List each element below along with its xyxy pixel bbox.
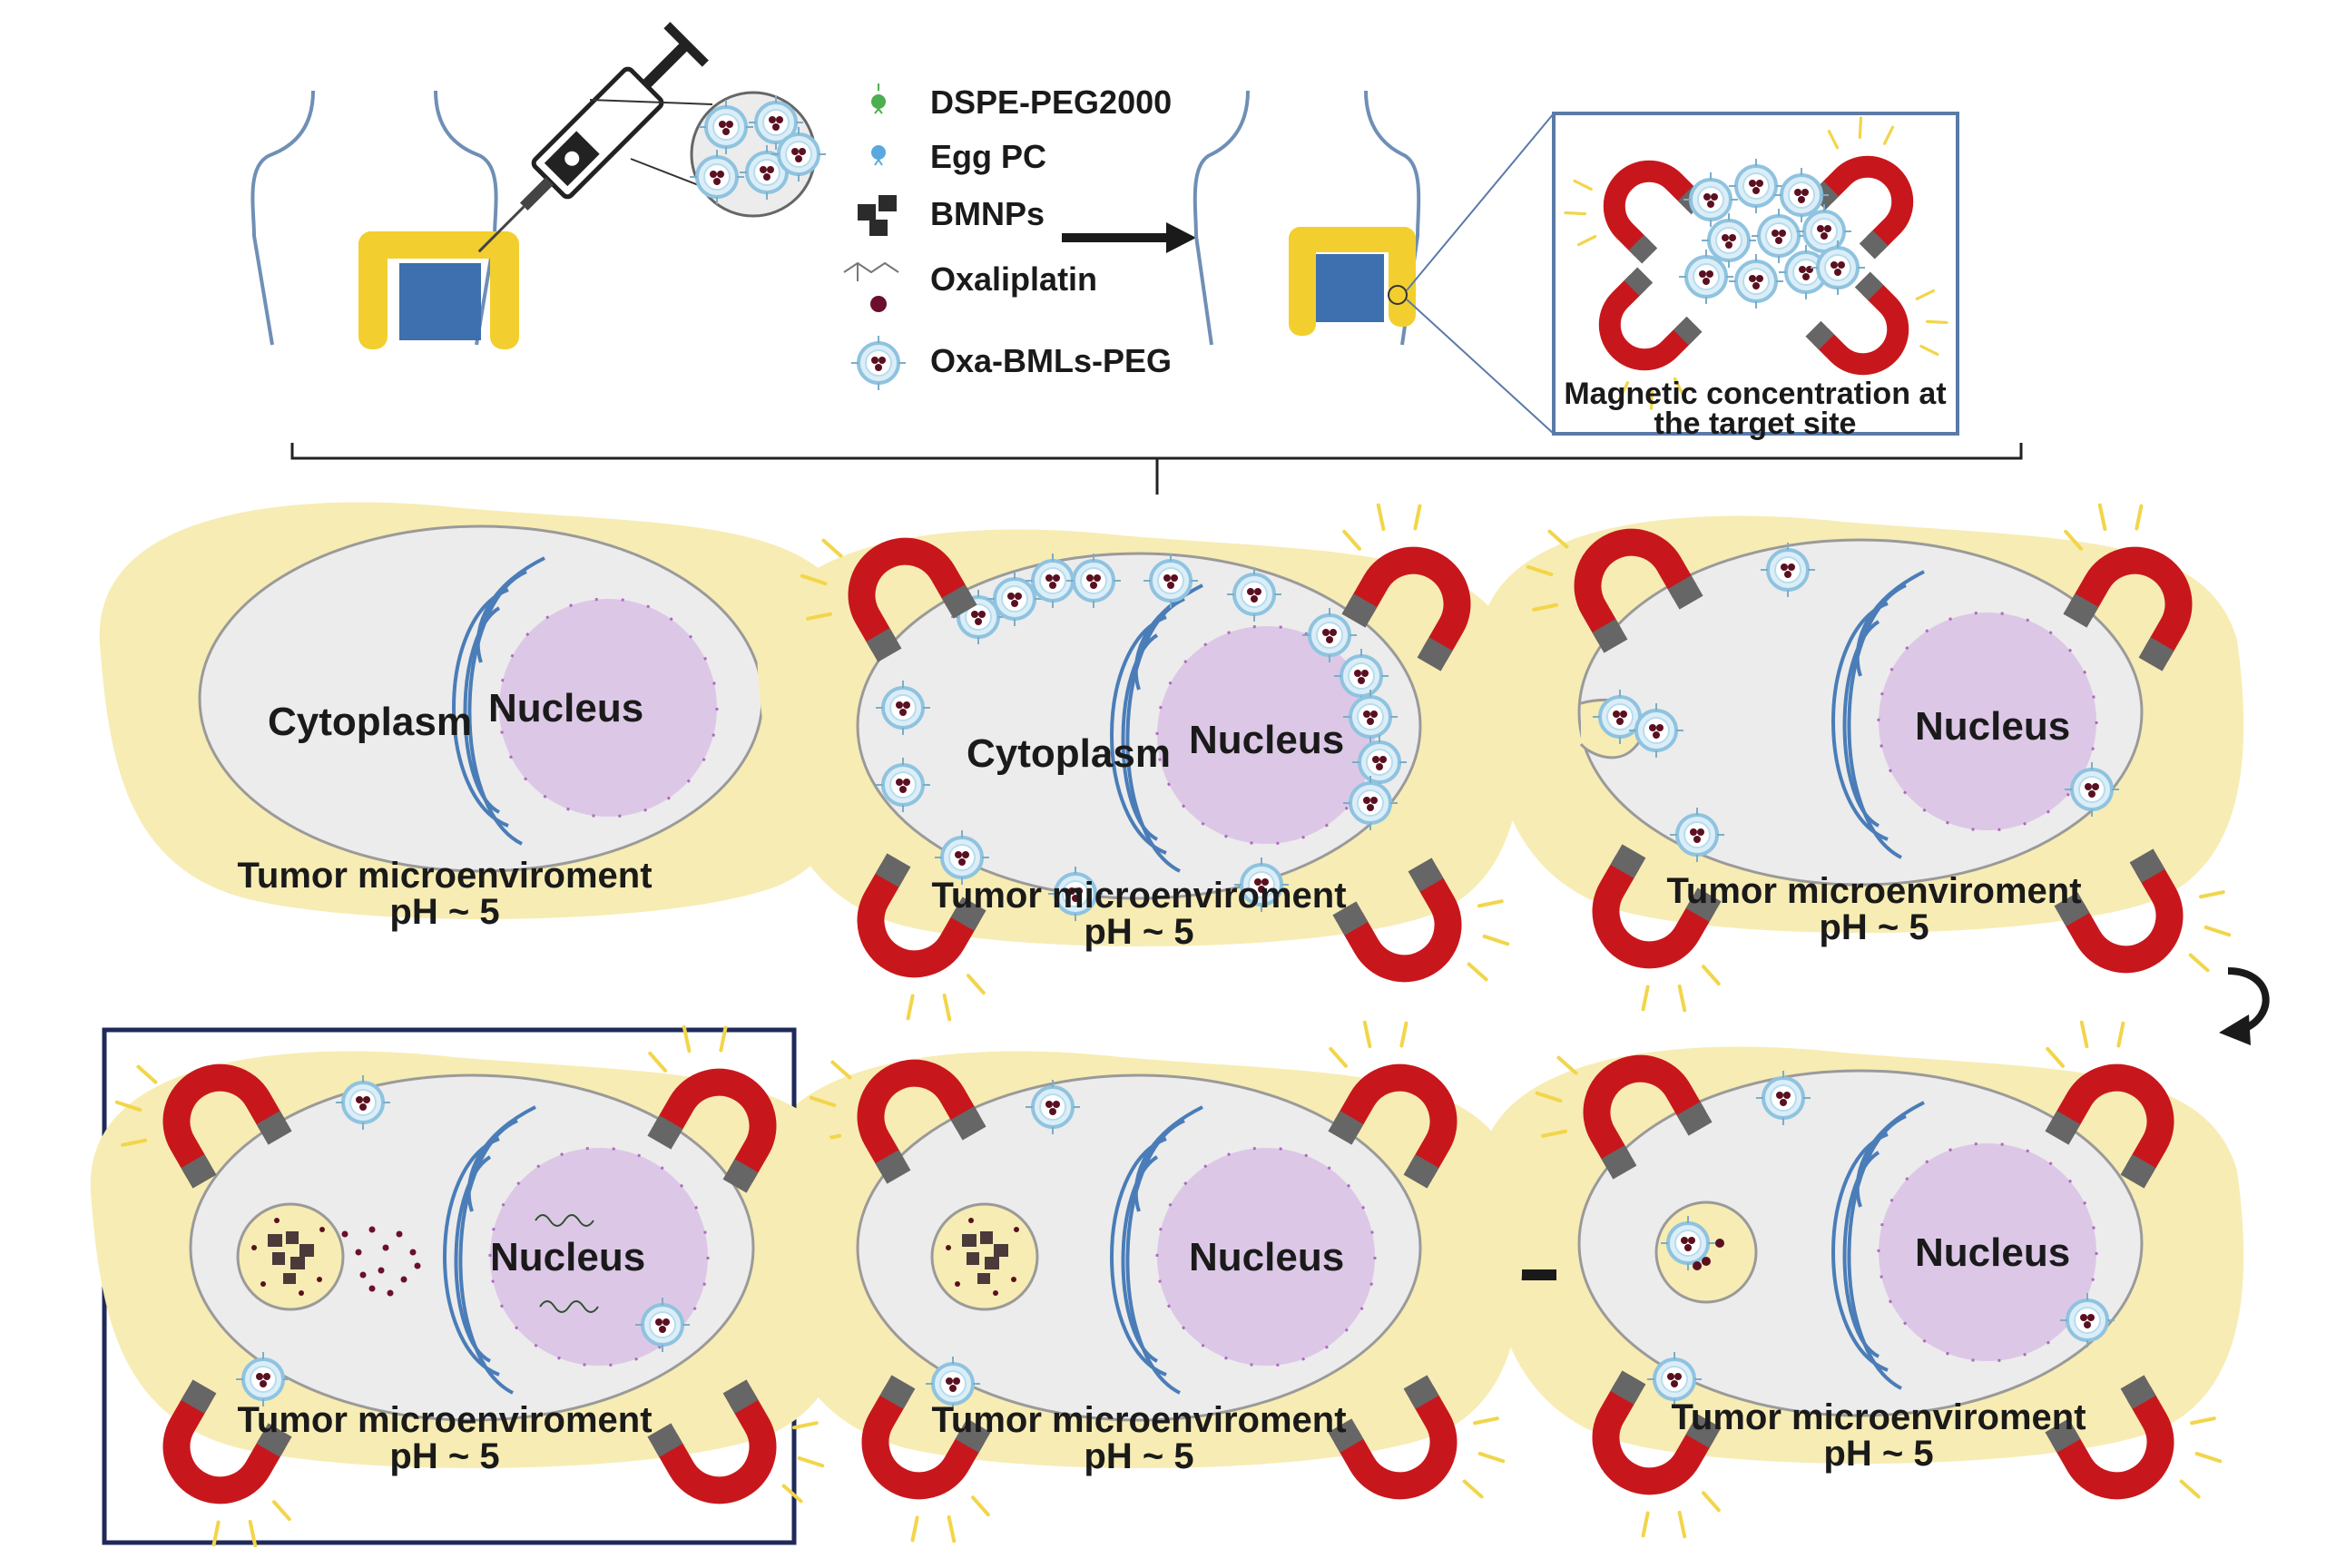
patient-body-icon bbox=[250, 90, 498, 346]
transition-arrow bbox=[1062, 222, 1196, 253]
environment-label: Tumor microenviroment bbox=[237, 1400, 652, 1440]
endocytosis-pit bbox=[1579, 688, 1685, 760]
cytoplasm-label: Cytoplasm bbox=[967, 731, 1171, 776]
bmnp-icon bbox=[858, 195, 897, 236]
egg-pc-icon bbox=[871, 145, 886, 166]
ph-label: pH ~ 5 bbox=[389, 892, 499, 932]
nucleus-label: Nucleus bbox=[488, 686, 643, 730]
liposome-icon bbox=[849, 334, 908, 392]
ph-label: pH ~ 5 bbox=[1823, 1434, 1933, 1474]
nucleus-label: Nucleus bbox=[1915, 704, 2070, 749]
legend-label: Egg PC bbox=[930, 138, 1046, 175]
legend-label: Oxa-BMLs-PEG bbox=[930, 342, 1172, 379]
environment-label: Tumor microenviroment bbox=[931, 1400, 1346, 1440]
environment-label: Tumor microenviroment bbox=[1666, 871, 2081, 911]
magnetic-concentration-inset: Magnetic concentration at the target sit… bbox=[1545, 97, 1967, 441]
released-oxaliplatin bbox=[341, 1226, 421, 1297]
nucleus-label: Nucleus bbox=[1915, 1230, 2070, 1275]
endosome bbox=[1654, 1200, 1758, 1304]
nucleus-label: Nucleus bbox=[1189, 718, 1344, 762]
environment-label: Tumor microenviroment bbox=[237, 856, 652, 896]
colon-icon bbox=[358, 231, 519, 349]
syringe-icon bbox=[477, 22, 709, 253]
nucleus-label: Nucleus bbox=[1189, 1235, 1344, 1279]
patient-body-icon bbox=[1193, 90, 1421, 346]
legend-label: BMNPs bbox=[930, 195, 1045, 232]
ph-label: pH ~ 5 bbox=[1819, 907, 1929, 947]
endosome-with-bmnps bbox=[930, 1202, 1039, 1311]
environment-label: Tumor microenviroment bbox=[1671, 1397, 2086, 1437]
environment-label: Tumor microenviroment bbox=[931, 876, 1346, 916]
legend-label: DSPE-PEG2000 bbox=[930, 83, 1172, 121]
zoom-liposome-cluster bbox=[688, 91, 828, 218]
legend: DSPE-PEG2000 Egg PC BMNPs Oxaliplatin Ox… bbox=[843, 83, 1172, 392]
dna-adducts bbox=[535, 1214, 599, 1313]
legend-label: Oxaliplatin bbox=[930, 260, 1097, 298]
endosome-with-bmnps bbox=[236, 1202, 345, 1311]
dspe-peg-icon bbox=[871, 83, 886, 114]
curved-arrow bbox=[2219, 967, 2270, 1045]
colon-icon bbox=[1289, 227, 1416, 336]
cytoplasm-label: Cytoplasm bbox=[268, 700, 472, 744]
oxaliplatin-icon bbox=[843, 261, 899, 312]
inset-caption-line2: the target site bbox=[1654, 407, 1857, 441]
ph-label: pH ~ 5 bbox=[1084, 1436, 1193, 1476]
inset-caption-line1: Magnetic concentration at bbox=[1564, 377, 1946, 411]
nucleus-label: Nucleus bbox=[490, 1235, 645, 1279]
ph-label: pH ~ 5 bbox=[1084, 912, 1193, 952]
ph-label: pH ~ 5 bbox=[389, 1436, 499, 1476]
brace bbox=[290, 443, 2023, 495]
